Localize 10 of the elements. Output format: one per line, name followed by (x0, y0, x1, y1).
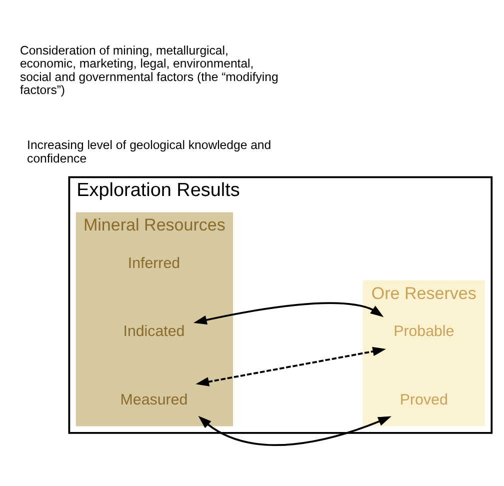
node-text: Indicated (123, 323, 185, 340)
arrow (196, 346, 386, 386)
node-text: Measured (120, 391, 188, 408)
node-text: Proved (400, 391, 448, 408)
arrow (198, 416, 392, 446)
label: Consideration of mining, metallurgical, economic, marketing, legal, environmental, social and governmental factors (the “modifying factors”) (20, 43, 278, 98)
label: Increasing level of geological knowledge and confidence (27, 138, 272, 166)
arrow (193, 302, 384, 325)
node-text: Inferred (128, 254, 180, 272)
node-text: Probable (394, 323, 454, 340)
